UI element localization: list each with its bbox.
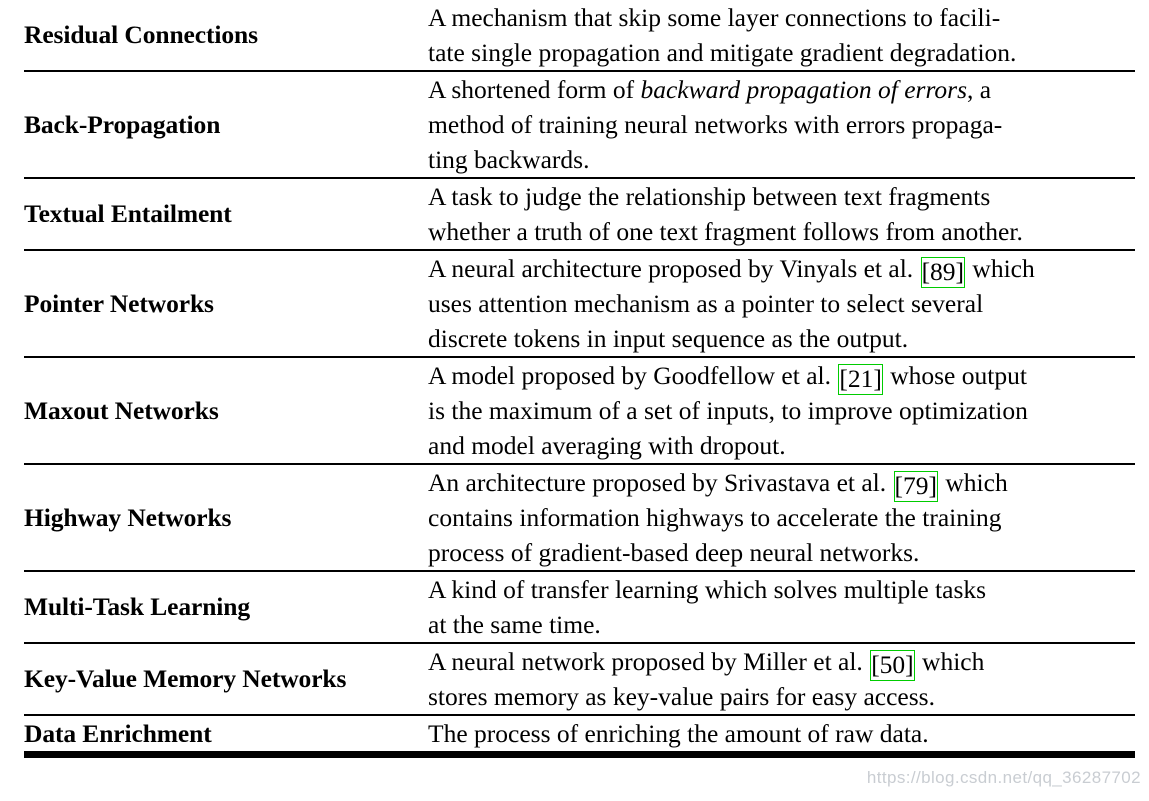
text-run: which: [939, 468, 1008, 497]
description-cell: A mechanism that skip some layer connect…: [428, 0, 1135, 72]
description-line: A model proposed by Goodfellow et al. [2…: [428, 358, 1135, 395]
description-cell: A shortened form of backward propagation…: [428, 71, 1135, 179]
description-cell: An architecture proposed by Srivastava e…: [428, 464, 1135, 572]
description-cell: The process of enriching the amount of r…: [428, 715, 1135, 758]
text-run: and model averaging with dropout.: [428, 431, 786, 460]
description-cell: A task to judge the relationship between…: [428, 178, 1135, 251]
description-text: A neural architecture proposed by Vinyal…: [428, 251, 1135, 356]
text-run: A model proposed by Goodfellow et al.: [428, 361, 838, 390]
text-run: at the same time.: [428, 610, 601, 639]
text-run: A task to judge the relationship between…: [428, 182, 991, 211]
term-cell: Multi-Task Learning: [24, 571, 428, 644]
text-run: A kind of transfer learning which solves…: [428, 575, 987, 604]
description-text: A neural network proposed by Miller et a…: [428, 644, 1135, 714]
text-run: A mechanism that skip some layer connect…: [428, 3, 1001, 32]
watermark-text: https://blog.csdn.net/qq_36287702: [866, 768, 1141, 787]
text-run: process of gradient-based deep neural ne…: [428, 538, 920, 567]
description-line: process of gradient-based deep neural ne…: [428, 535, 1135, 570]
text-run: which: [915, 647, 985, 676]
text-run: A neural architecture proposed by Vinyal…: [428, 254, 920, 283]
term-cell: Textual Entailment: [24, 178, 428, 251]
description-line: at the same time.: [428, 607, 1135, 642]
description-line: stores memory as key-value pairs for eas…: [428, 679, 1135, 714]
text-run: The process of enriching the amount of r…: [428, 719, 929, 748]
text-run: whose output: [883, 361, 1027, 390]
description-text: An architecture proposed by Srivastava e…: [428, 465, 1135, 570]
citation-link[interactable]: [50]: [870, 650, 915, 681]
description-text: A shortened form of backward propagation…: [428, 72, 1135, 177]
citation-link[interactable]: [79]: [893, 471, 938, 502]
description-text: A mechanism that skip some layer connect…: [428, 0, 1135, 70]
text-run: method of training neural networks with …: [428, 110, 1003, 139]
description-cell: A model proposed by Goodfellow et al. [2…: [428, 357, 1135, 465]
description-line: A kind of transfer learning which solves…: [428, 572, 1135, 607]
description-text: A model proposed by Goodfellow et al. [2…: [428, 358, 1135, 463]
text-run: ting backwards.: [428, 145, 590, 174]
text-run: uses attention mechanism as a pointer to…: [428, 289, 984, 318]
description-text: A task to judge the relationship between…: [428, 179, 1135, 249]
text-run: An architecture proposed by Srivastava e…: [428, 468, 893, 497]
description-line: and model averaging with dropout.: [428, 428, 1135, 463]
description-line: A mechanism that skip some layer connect…: [428, 0, 1135, 35]
description-line: An architecture proposed by Srivastava e…: [428, 465, 1135, 502]
term-cell: Key-Value Memory Networks: [24, 643, 428, 716]
text-run: whether a truth of one text fragment fol…: [428, 217, 1023, 246]
description-line: discrete tokens in input sequence as the…: [428, 321, 1135, 356]
text-run: discrete tokens in input sequence as the…: [428, 324, 909, 353]
text-run: A neural network proposed by Miller et a…: [428, 647, 870, 676]
description-line: is the maximum of a set of inputs, to im…: [428, 393, 1135, 428]
description-cell: A neural network proposed by Miller et a…: [428, 643, 1135, 716]
description-text: The process of enriching the amount of r…: [428, 716, 1135, 751]
text-run: is the maximum of a set of inputs, to im…: [428, 396, 1028, 425]
term-cell: Pointer Networks: [24, 250, 428, 358]
description-line: tate single propagation and mitigate gra…: [428, 35, 1135, 70]
text-run: stores memory as key-value pairs for eas…: [428, 682, 935, 711]
description-line: uses attention mechanism as a pointer to…: [428, 286, 1135, 321]
description-cell: A neural architecture proposed by Vinyal…: [428, 250, 1135, 358]
description-line: ting backwards.: [428, 142, 1135, 177]
description-cell: A kind of transfer learning which solves…: [428, 571, 1135, 644]
text-run: A shortened form of: [428, 75, 641, 104]
description-line: The process of enriching the amount of r…: [428, 716, 1135, 751]
description-line: A neural architecture proposed by Vinyal…: [428, 251, 1135, 288]
emphasis-text: backward propagation of errors: [640, 75, 968, 104]
description-line: A shortened form of backward propagation…: [428, 72, 1135, 107]
description-line: A task to judge the relationship between…: [428, 179, 1135, 214]
term-cell: Maxout Networks: [24, 357, 428, 465]
text-run: contains information highways to acceler…: [428, 503, 1002, 532]
description-line: method of training neural networks with …: [428, 107, 1135, 142]
term-cell: Back-Propagation: [24, 71, 428, 179]
description-line: contains information highways to acceler…: [428, 500, 1135, 535]
text-run: , a: [967, 75, 992, 104]
text-run: tate single propagation and mitigate gra…: [428, 38, 1017, 67]
citation-link[interactable]: [21]: [838, 364, 883, 395]
description-line: A neural network proposed by Miller et a…: [428, 644, 1135, 681]
description-line: whether a truth of one text fragment fol…: [428, 214, 1135, 249]
citation-link[interactable]: [89]: [920, 257, 966, 288]
term-cell: Data Enrichment: [24, 715, 428, 758]
description-text: A kind of transfer learning which solves…: [428, 572, 1135, 642]
term-cell: Residual Connections: [24, 0, 428, 72]
text-run: which: [966, 254, 1035, 283]
term-cell: Highway Networks: [24, 464, 428, 572]
